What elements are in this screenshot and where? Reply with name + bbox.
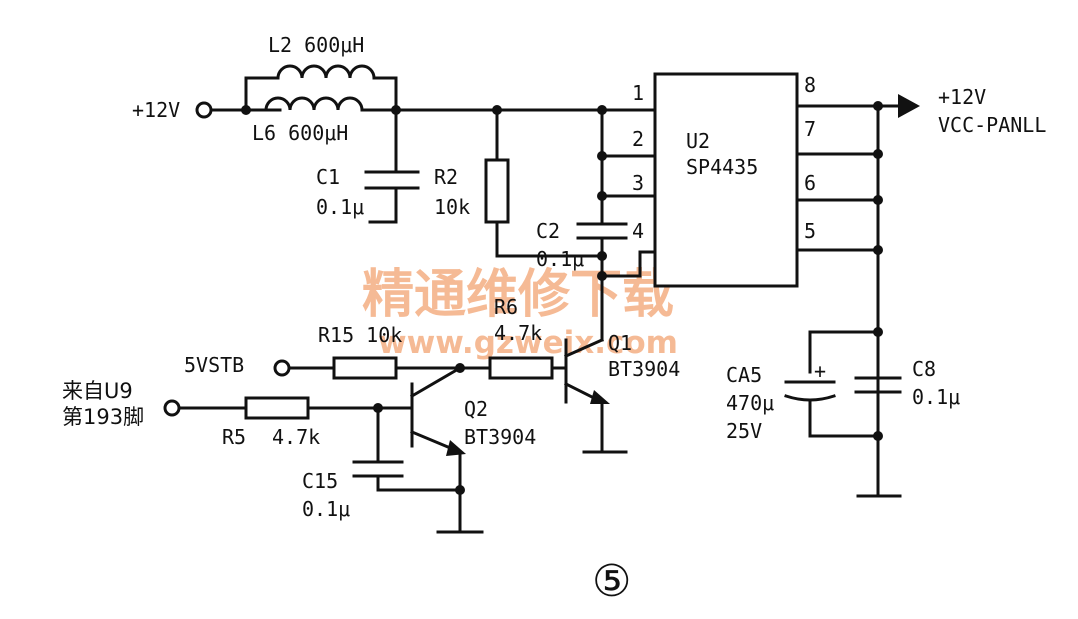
figure-number: ⑤	[592, 556, 631, 607]
capacitor-ca5	[784, 380, 880, 438]
c8-value: 0.1μ	[912, 385, 960, 409]
capacitor-c8	[854, 376, 902, 394]
junction-dot	[597, 151, 607, 161]
r2-label: R2	[434, 165, 458, 189]
pin-4-label: 4	[632, 219, 644, 243]
r6-value: 4.7k	[494, 321, 542, 345]
c2-value: 0.1μ	[536, 247, 584, 271]
inductor-l6	[264, 96, 398, 112]
watermark-url: www.gzweix.com	[378, 325, 678, 361]
pin-6-label: 6	[804, 171, 816, 195]
input-12v-label: +12V	[132, 98, 180, 122]
source-label-line2: 第193脚	[62, 405, 144, 429]
transistor-q1	[563, 338, 628, 454]
c8-label: C8	[912, 357, 936, 381]
ca5-polarity: +	[814, 359, 826, 383]
ic-part-number: SP4435	[686, 155, 758, 179]
junction-dot	[455, 485, 465, 495]
r2-value: 10k	[434, 195, 470, 219]
pin-1-label: 1	[632, 81, 644, 105]
5vstb-label: 5VSTB	[184, 353, 244, 377]
junction-dot	[873, 327, 883, 337]
junction-dot	[873, 149, 883, 159]
q1-label: Q1	[608, 331, 632, 355]
r5-value: 4.7k	[272, 425, 320, 449]
inductor-l2	[244, 64, 398, 112]
terminal-5vstb	[273, 359, 291, 377]
source-label-line1: 来自U9	[62, 379, 133, 403]
ca5-voltage: 25V	[726, 419, 762, 443]
capacitor-c2	[576, 194, 628, 278]
r6-label: R6	[494, 295, 518, 319]
input-terminal-12v	[195, 101, 213, 119]
terminal-u9-193	[163, 399, 181, 417]
wire-pin-4	[600, 250, 657, 278]
c15-value: 0.1μ	[302, 497, 350, 521]
wire-pins-1-3	[600, 108, 657, 198]
c15-label: C15	[302, 469, 338, 493]
resistor-r6	[488, 356, 554, 380]
junction-dot	[241, 105, 251, 115]
ic-u2-body	[653, 72, 799, 288]
q2-label: Q2	[464, 397, 488, 421]
ca5-label: CA5	[726, 363, 762, 387]
pin-5-label: 5	[804, 219, 816, 243]
c1-value: 0.1μ	[316, 195, 364, 219]
pin-2-label: 2	[632, 127, 644, 151]
c1-label: C1	[316, 165, 340, 189]
pin-3-label: 3	[632, 171, 644, 195]
resistor-r15	[332, 356, 398, 380]
junction-dot	[873, 245, 883, 255]
ca5-value: 470μ	[726, 391, 774, 415]
pin-8-label: 8	[804, 73, 816, 97]
resistor-r5	[244, 396, 310, 420]
transistor-q2	[409, 365, 484, 534]
q1-type: BT3904	[608, 357, 680, 381]
ic-u2-label: U2	[686, 129, 710, 153]
l2-label: L2 600μH	[268, 33, 364, 57]
capacitor-c1	[364, 108, 420, 224]
q2-type: BT3904	[464, 425, 536, 449]
junction-dot	[597, 251, 607, 261]
junction-dot	[873, 431, 883, 441]
l6-label: L6 600μH	[252, 121, 348, 145]
junction-dot	[873, 101, 883, 111]
r5-label: R5	[222, 425, 246, 449]
c2-label: C2	[536, 219, 560, 243]
resistor-r2	[484, 108, 604, 258]
r15-label: R15 10k	[318, 323, 402, 347]
capacitor-c15	[352, 406, 462, 492]
output-arrow	[898, 94, 920, 118]
output-vcc-label: VCC-PANLL	[938, 113, 1046, 137]
pin-7-label: 7	[804, 117, 816, 141]
output-12v-label: +12V	[938, 85, 986, 109]
junction-dot	[873, 195, 883, 205]
